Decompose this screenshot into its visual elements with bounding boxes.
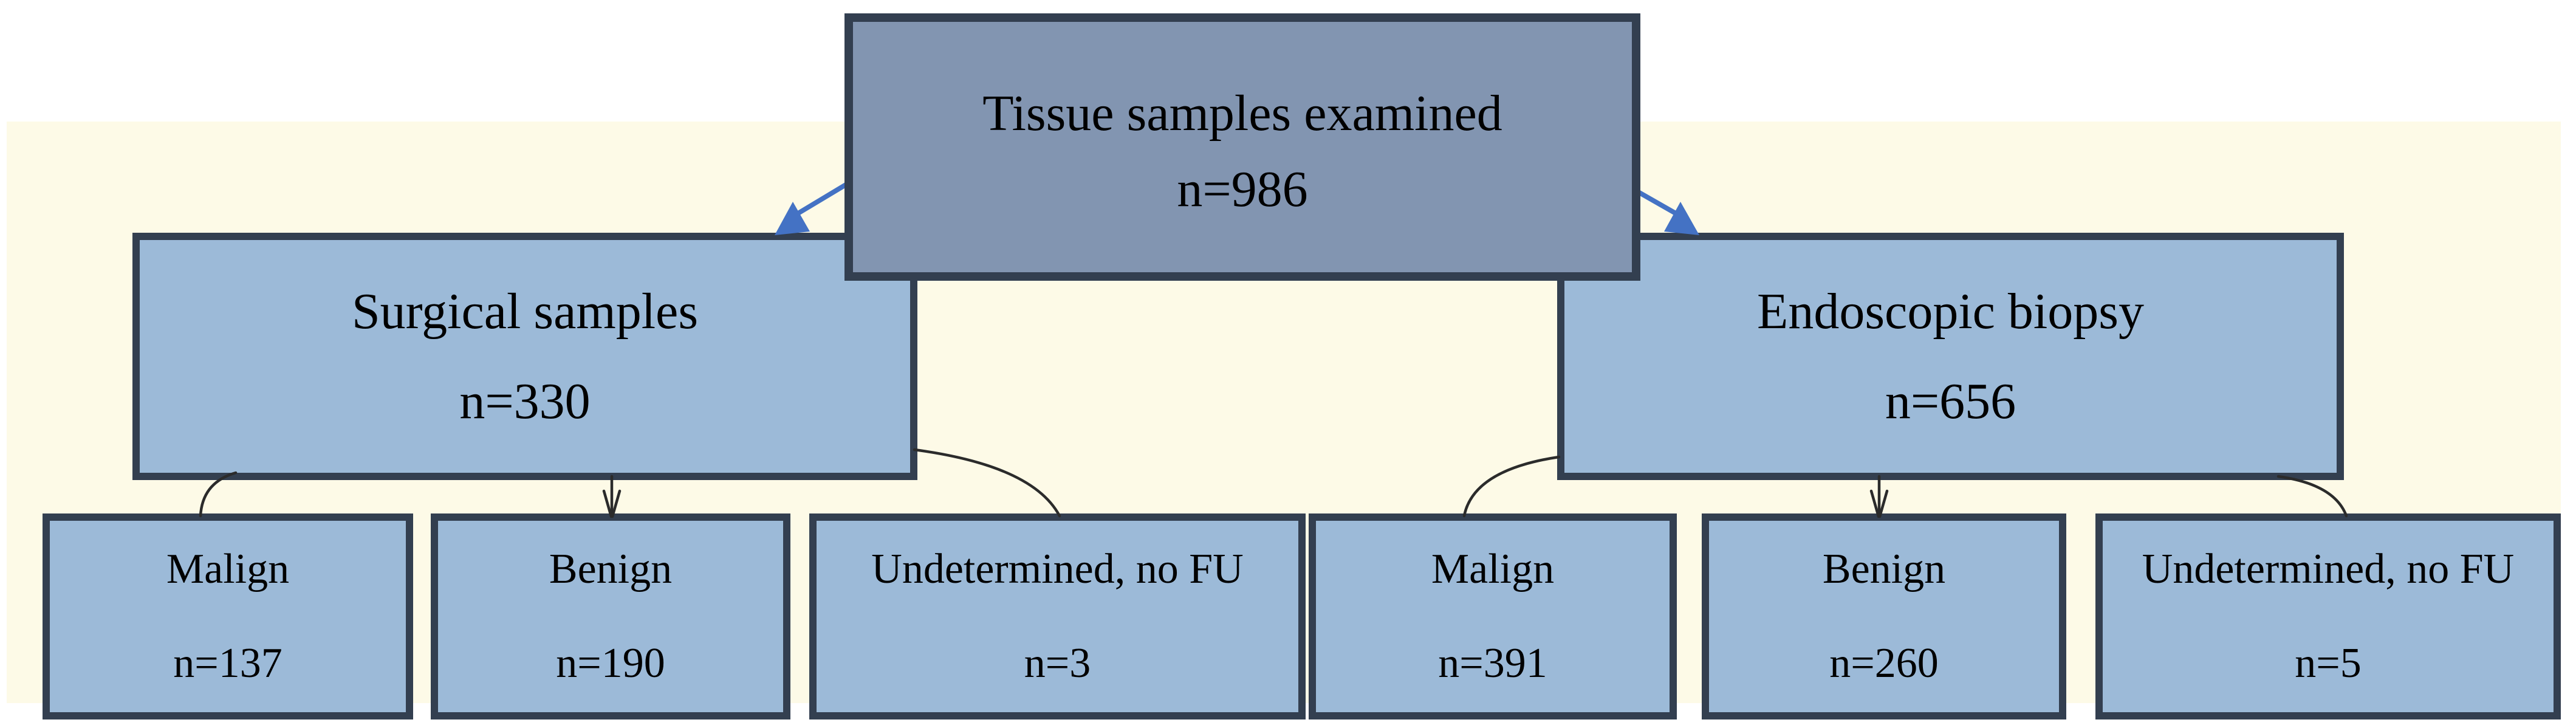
node-surgical-benign: Benign n=190 [431, 513, 790, 719]
node-surgical-malign: Malign n=137 [43, 513, 413, 719]
connector-surgical-to-undetermined [913, 448, 1061, 518]
node-count: n=391 [1438, 639, 1547, 687]
node-count: n=986 [1177, 161, 1308, 218]
connector-surgical-to-malign [199, 471, 238, 518]
node-count: n=656 [1885, 373, 2016, 430]
node-endoscopic-undetermined: Undetermined, no FU n=5 [2095, 513, 2561, 719]
node-label: Benign [1822, 545, 1946, 592]
node-label: Undetermined, no FU [871, 545, 1244, 592]
node-endoscopic-biopsy: Endoscopic biopsy n=656 [1557, 233, 2344, 480]
node-count: n=3 [1024, 639, 1091, 687]
arrow-root-to-surgical-line [795, 179, 854, 216]
node-label: Endoscopic biopsy [1757, 283, 2144, 340]
connector-endoscopic-to-benign-arrowhead-icon [1869, 489, 1889, 518]
node-surgical-samples: Surgical samples n=330 [132, 233, 917, 480]
node-count: n=5 [2295, 639, 2362, 687]
node-label: Tissue samples examined [982, 84, 1502, 142]
node-count: n=190 [556, 639, 665, 687]
node-endoscopic-malign: Malign n=391 [1309, 513, 1677, 719]
arrow-root-to-endoscopic-head-icon [1664, 202, 1699, 235]
node-label: Malign [1431, 545, 1555, 592]
node-label: Undetermined, no FU [2142, 545, 2515, 592]
connector-surgical-to-benign-arrowhead-icon [602, 489, 622, 518]
arrow-root-to-surgical-head-icon [775, 202, 810, 235]
connector-endoscopic-to-undetermined [2276, 475, 2348, 518]
node-tissue-samples: Tissue samples examined n=986 [844, 13, 1640, 281]
node-label: Benign [549, 545, 673, 592]
node-surgical-undetermined: Undetermined, no FU n=3 [809, 513, 1306, 719]
node-endoscopic-benign: Benign n=260 [1702, 513, 2066, 719]
node-count: n=330 [459, 373, 591, 430]
node-label: Malign [166, 545, 290, 592]
node-count: n=137 [173, 639, 283, 687]
node-label: Surgical samples [351, 283, 699, 340]
connector-endoscopic-to-malign [1462, 455, 1561, 518]
node-count: n=260 [1829, 639, 1939, 687]
